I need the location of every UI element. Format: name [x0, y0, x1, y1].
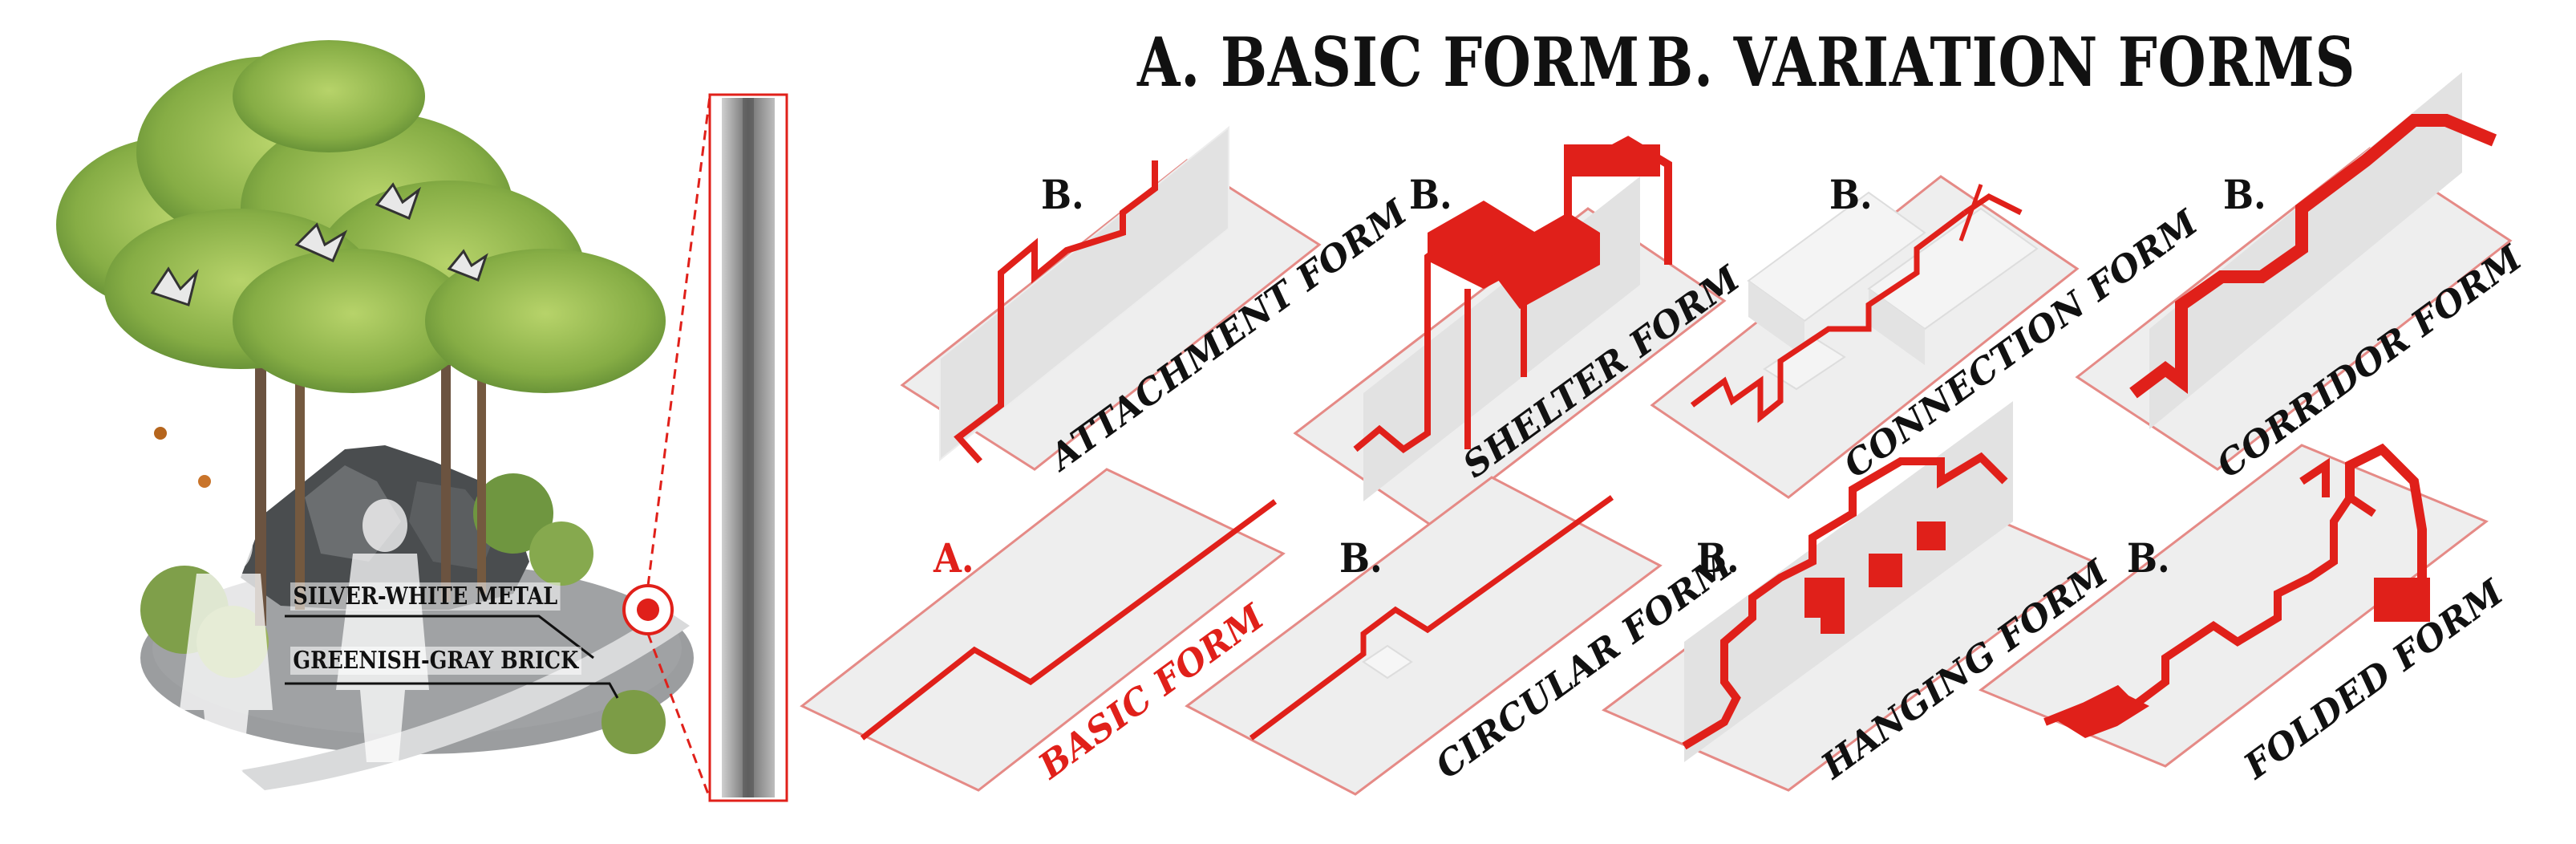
- panel-shelter-form: [1293, 136, 1727, 527]
- panel-marker-hanging: B.: [1696, 534, 1740, 582]
- panel-circular-form: [1185, 476, 1663, 796]
- garden-vignette: [56, 40, 788, 802]
- panel-attachment-form: [900, 125, 1322, 471]
- form-panels: [800, 72, 2513, 796]
- panel-marker-corridor: B.: [2223, 171, 2266, 218]
- panel-corridor-form: [2075, 72, 2513, 471]
- panel-basic-form: [800, 468, 1286, 792]
- bird-icons: [150, 182, 488, 306]
- material-label-brick: GREENISH-GRAY BRICK: [290, 647, 581, 675]
- panel-marker-basic: A.: [934, 534, 974, 582]
- panel-marker-attachment: B.: [1041, 171, 1084, 218]
- panel-hanging-form: [1602, 401, 2096, 792]
- panel-marker-shelter: B.: [1409, 171, 1452, 218]
- panel-marker-circular: B.: [1339, 534, 1383, 582]
- panel-marker-folded: B.: [2127, 534, 2170, 582]
- material-detail-strip: [708, 93, 788, 802]
- panel-marker-connection: B.: [1829, 171, 1873, 218]
- material-label-metal: SILVER-WHITE METAL: [290, 582, 561, 611]
- panel-connection-form: [1650, 175, 2080, 499]
- variation-forms-heading: B. VARIATION FORMS: [1646, 22, 2356, 102]
- panel-folded-form: [1979, 443, 2489, 768]
- tree-canopy: [56, 40, 666, 393]
- tree-trunk: [255, 337, 266, 626]
- callout-leader-lines: [285, 615, 619, 699]
- magnify-dashed-lines: [646, 95, 711, 799]
- basic-form-heading: A. BASIC FORM: [1137, 22, 1640, 102]
